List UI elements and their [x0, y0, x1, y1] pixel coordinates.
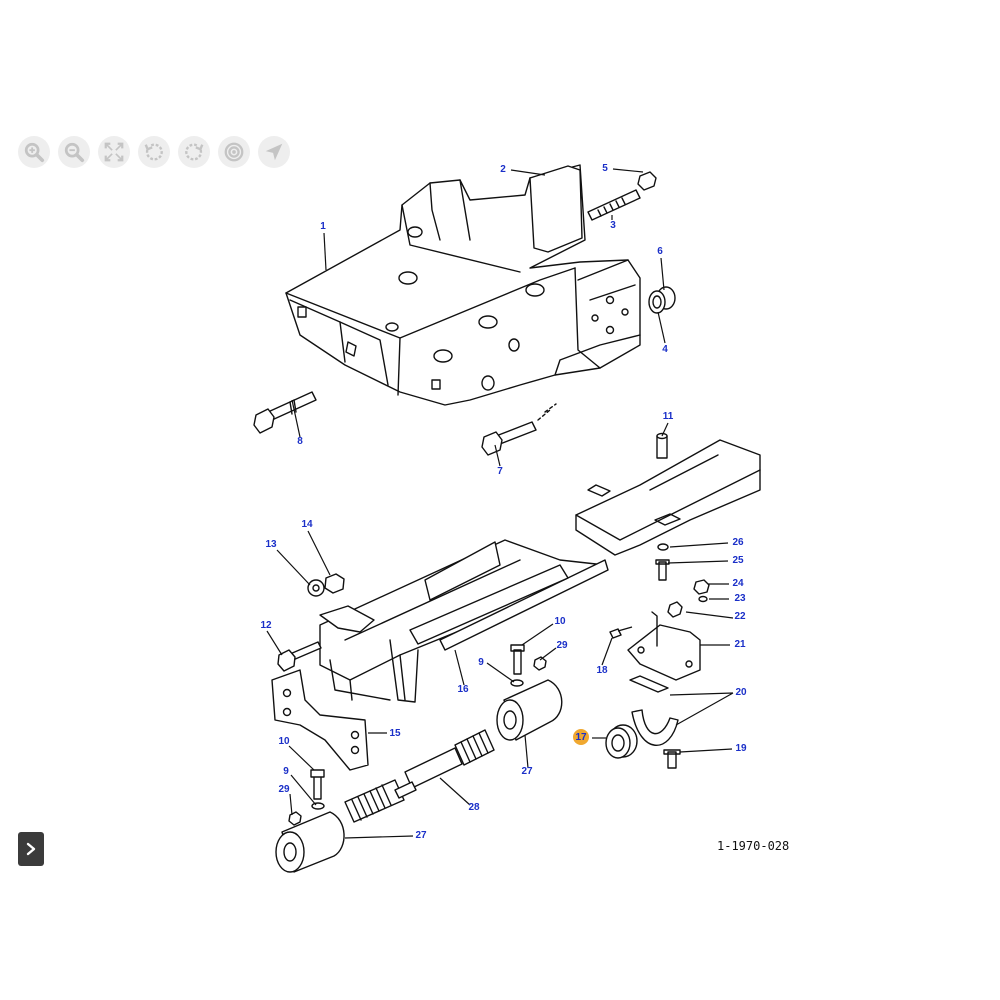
- drawing-number: 1-1970-028: [717, 839, 789, 853]
- callout-label[interactable]: 3: [610, 220, 616, 231]
- callout-label[interactable]: 16: [457, 684, 469, 695]
- callout-label[interactable]: 10: [278, 736, 290, 747]
- screw-part: [663, 749, 681, 769]
- callout-label[interactable]: 27: [521, 766, 533, 777]
- callout-label[interactable]: 13: [265, 539, 277, 550]
- callout-label[interactable]: 12: [260, 620, 272, 631]
- coupler-part: [496, 679, 563, 741]
- callout-label[interactable]: 17: [575, 732, 587, 743]
- callout-label[interactable]: 19: [735, 743, 747, 754]
- washer-part: [311, 802, 325, 810]
- callout-label[interactable]: 10: [554, 616, 566, 627]
- bolt-part: [481, 403, 557, 456]
- callout-label[interactable]: 9: [283, 766, 289, 777]
- seal-part: [605, 724, 638, 759]
- plate-part: [319, 605, 375, 633]
- rotate-right-icon: [185, 143, 204, 161]
- callout-label[interactable]: 28: [468, 802, 480, 813]
- bolt-part: [277, 641, 322, 672]
- nut-part: [693, 579, 710, 595]
- frame-part: [575, 432, 761, 556]
- zoom-out-icon: [64, 142, 85, 163]
- washer-part: [698, 595, 708, 603]
- fitting-part: [288, 811, 302, 826]
- callout-label[interactable]: 15: [389, 728, 401, 739]
- callout-label[interactable]: 14: [301, 519, 313, 530]
- rotate-right-button[interactable]: [178, 136, 210, 168]
- callout-label[interactable]: 18: [596, 665, 608, 676]
- channel-part: [319, 539, 609, 703]
- bolt-part: [510, 644, 525, 675]
- bolt-part: [587, 171, 657, 221]
- target-button[interactable]: [218, 136, 250, 168]
- callout-label[interactable]: 27: [415, 830, 427, 841]
- callout-label[interactable]: 29: [278, 784, 290, 795]
- pointer-icon: [265, 143, 283, 161]
- callout-highlight: [573, 729, 589, 745]
- callout-label[interactable]: 11: [663, 411, 674, 422]
- callout-label[interactable]: 6: [657, 246, 663, 257]
- callout-label[interactable]: 24: [732, 578, 744, 589]
- fit-screen-icon: [104, 142, 124, 162]
- chevron-right-icon: [26, 842, 36, 856]
- callout-label[interactable]: 2: [500, 164, 506, 175]
- screw-part: [609, 626, 633, 639]
- rotate-left-icon: [144, 143, 163, 161]
- bracket-part: [271, 669, 369, 771]
- callout-label[interactable]: 1: [320, 221, 326, 232]
- bolt-part: [310, 769, 325, 800]
- callout-label[interactable]: 26: [732, 537, 744, 548]
- callout-label[interactable]: 5: [602, 163, 608, 174]
- washer-part: [657, 543, 669, 551]
- leader-lines: [266, 168, 734, 839]
- callout-label[interactable]: 22: [734, 611, 746, 622]
- callout-label[interactable]: 4: [662, 344, 668, 355]
- callout-label[interactable]: 20: [735, 687, 747, 698]
- zoom-in-button[interactable]: [18, 136, 50, 168]
- callout-label[interactable]: 9: [478, 657, 484, 668]
- callout-label[interactable]: 29: [556, 640, 568, 651]
- callout-label[interactable]: 7: [497, 466, 503, 477]
- fit-screen-button[interactable]: [98, 136, 130, 168]
- callout-label[interactable]: 23: [734, 593, 746, 604]
- callout-label[interactable]: 21: [734, 639, 746, 650]
- callout-label[interactable]: 25: [732, 555, 744, 566]
- zoom-out-button[interactable]: [58, 136, 90, 168]
- sidebar-toggle-button[interactable]: [18, 832, 44, 866]
- bolt-part: [253, 391, 317, 434]
- nut-part: [307, 573, 345, 597]
- pointer-button[interactable]: [258, 136, 290, 168]
- bracket-part: [529, 165, 583, 253]
- nut-part: [667, 601, 683, 618]
- screw-part: [655, 559, 670, 581]
- coupler-part: [275, 811, 345, 873]
- clamp-part: [627, 611, 701, 746]
- callout-label[interactable]: 8: [297, 436, 303, 447]
- target-icon: [224, 142, 244, 162]
- bushing-part: [648, 286, 676, 314]
- fitting-part: [533, 656, 547, 671]
- shaft-part: [344, 729, 495, 823]
- viewer-toolbar: [18, 136, 290, 168]
- zoom-in-icon: [24, 142, 45, 163]
- housing-part: [285, 164, 641, 406]
- rotate-left-button[interactable]: [138, 136, 170, 168]
